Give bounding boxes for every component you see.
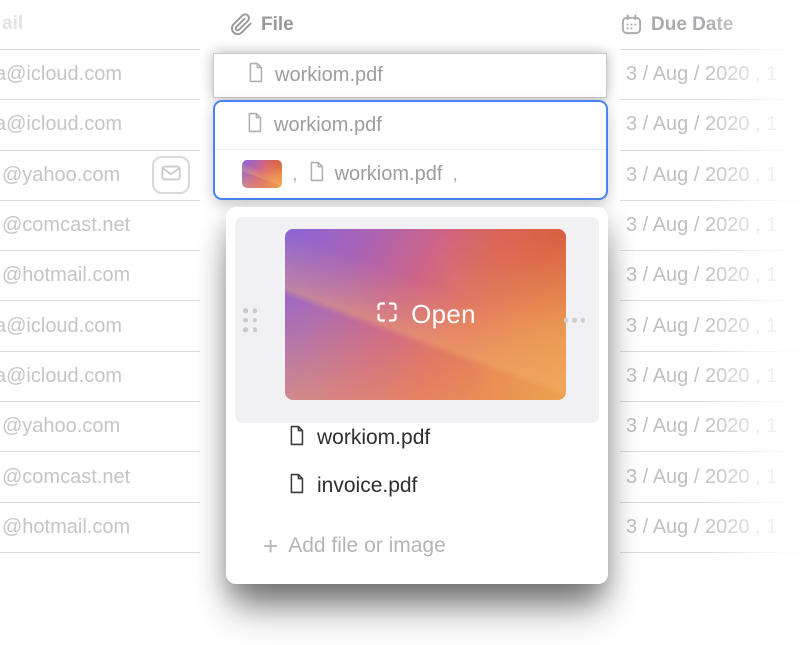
open-button[interactable]: Open [411,299,476,329]
due-date-cell[interactable]: 3 / Aug / 2020 , 1 [620,352,800,403]
due-date-text: 3 / Aug / 2020 , 1 [626,264,778,287]
expand-icon [375,300,399,329]
email-cell[interactable]: @hotmail.com [0,251,200,302]
email-cell[interactable]: @yahoo.com [0,151,200,201]
file-name: invoice.pdf [317,474,418,497]
image-preview[interactable]: Open [285,229,566,400]
drag-handle[interactable] [243,308,257,332]
email-cell[interactable]: a@icloud.com [0,50,200,101]
due-date-text: 3 / Aug / 2020 , 1 [626,364,778,387]
more-options-button[interactable] [563,317,585,323]
column-header-due-date[interactable]: Due Date [620,13,733,36]
email-cell[interactable]: @comcast.net [0,201,200,252]
email-text: @hotmail.com [2,264,131,287]
file-name: workiom.pdf [334,162,443,185]
column-header-file[interactable]: File [230,13,294,36]
file-name: workiom.pdf [274,114,382,136]
preview-panel: Open [235,217,599,423]
envelope-icon [160,162,182,189]
due-date-cell[interactable]: 3 / Aug / 2020 , 1 [620,251,800,302]
email-text: @comcast.net [2,465,131,488]
add-file-label: Add file or image [288,534,446,557]
due-date-text: 3 / Aug / 2020 , 1 [626,63,778,86]
file-name: workiom.pdf [317,426,431,449]
email-text: a@icloud.com [0,113,123,136]
email-header-label: ail [2,13,24,34]
document-icon [288,425,305,452]
email-cell[interactable]: a@icloud.com [0,352,200,403]
attachment-popup: Open workiom.pdf invoice.pdf + [226,207,608,584]
attachment-line[interactable]: , workiom.pdf , [215,150,606,198]
file-name: workiom.pdf [275,64,383,86]
separator: , [292,162,298,185]
email-cell[interactable]: @comcast.net [0,452,200,503]
due-date-cell[interactable]: 3 / Aug / 2020 , 1 [620,503,800,553]
email-column: a@icloud.com a@icloud.com @yahoo.com @co… [0,49,200,553]
document-icon [247,62,264,89]
file-cell[interactable]: workiom.pdf [213,53,607,98]
email-text: a@icloud.com [0,314,123,337]
email-text: @yahoo.com [2,415,121,438]
column-header-email[interactable]: ail [2,13,23,35]
document-icon [246,112,263,139]
due-date-cell[interactable]: 3 / Aug / 2020 , 1 [620,301,800,352]
plus-icon: + [263,531,279,561]
due-date-cell[interactable]: 3 / Aug / 2020 , 1 [620,201,800,252]
email-text: a@icloud.com [0,63,123,86]
due-date-header-label: Due Date [651,13,734,35]
email-text: a@icloud.com [0,364,123,387]
due-date-text: 3 / Aug / 2020 , 1 [626,163,778,186]
add-file-button[interactable]: + Add file or image [226,523,608,569]
email-text: @comcast.net [2,214,131,237]
popup-file-item[interactable]: workiom.pdf [226,415,608,461]
email-text: @yahoo.com [2,163,121,186]
due-date-text: 3 / Aug / 2020 , 1 [626,465,778,488]
file-cell-selected[interactable]: workiom.pdf , workiom.pdf , [213,100,608,200]
email-cell[interactable]: @hotmail.com [0,503,200,553]
email-type-badge[interactable] [152,156,190,194]
popup-file-item[interactable]: invoice.pdf [226,463,608,509]
due-date-text: 3 / Aug / 2020 , 1 [626,214,778,237]
due-date-cell[interactable]: 3 / Aug / 2020 , 1 [620,402,800,453]
attachment-line[interactable]: workiom.pdf [215,102,606,150]
document-icon [308,161,325,188]
due-date-cell[interactable]: 3 / Aug / 2020 , 1 [620,151,800,201]
file-header-label: File [261,13,294,35]
due-date-text: 3 / Aug / 2020 , 1 [626,515,778,538]
separator: , [452,162,458,185]
due-date-cell[interactable]: 3 / Aug / 2020 , 1 [620,452,800,503]
image-attachment-thumbnail[interactable] [242,160,282,188]
due-date-text: 3 / Aug / 2020 , 1 [626,415,778,438]
paperclip-icon [230,13,253,36]
due-date-text: 3 / Aug / 2020 , 1 [626,314,778,337]
due-date-cell[interactable]: 3 / Aug / 2020 , 1 [620,100,800,151]
email-cell[interactable]: @yahoo.com [0,402,200,453]
email-cell[interactable]: a@icloud.com [0,100,200,151]
document-icon [288,473,305,500]
email-text: @hotmail.com [2,515,131,538]
calendar-icon [620,13,643,36]
email-cell[interactable]: a@icloud.com [0,301,200,352]
due-date-column: 3 / Aug / 2020 , 1 3 / Aug / 2020 , 1 3 … [620,49,800,553]
due-date-text: 3 / Aug / 2020 , 1 [626,113,778,136]
due-date-cell[interactable]: 3 / Aug / 2020 , 1 [620,50,800,101]
